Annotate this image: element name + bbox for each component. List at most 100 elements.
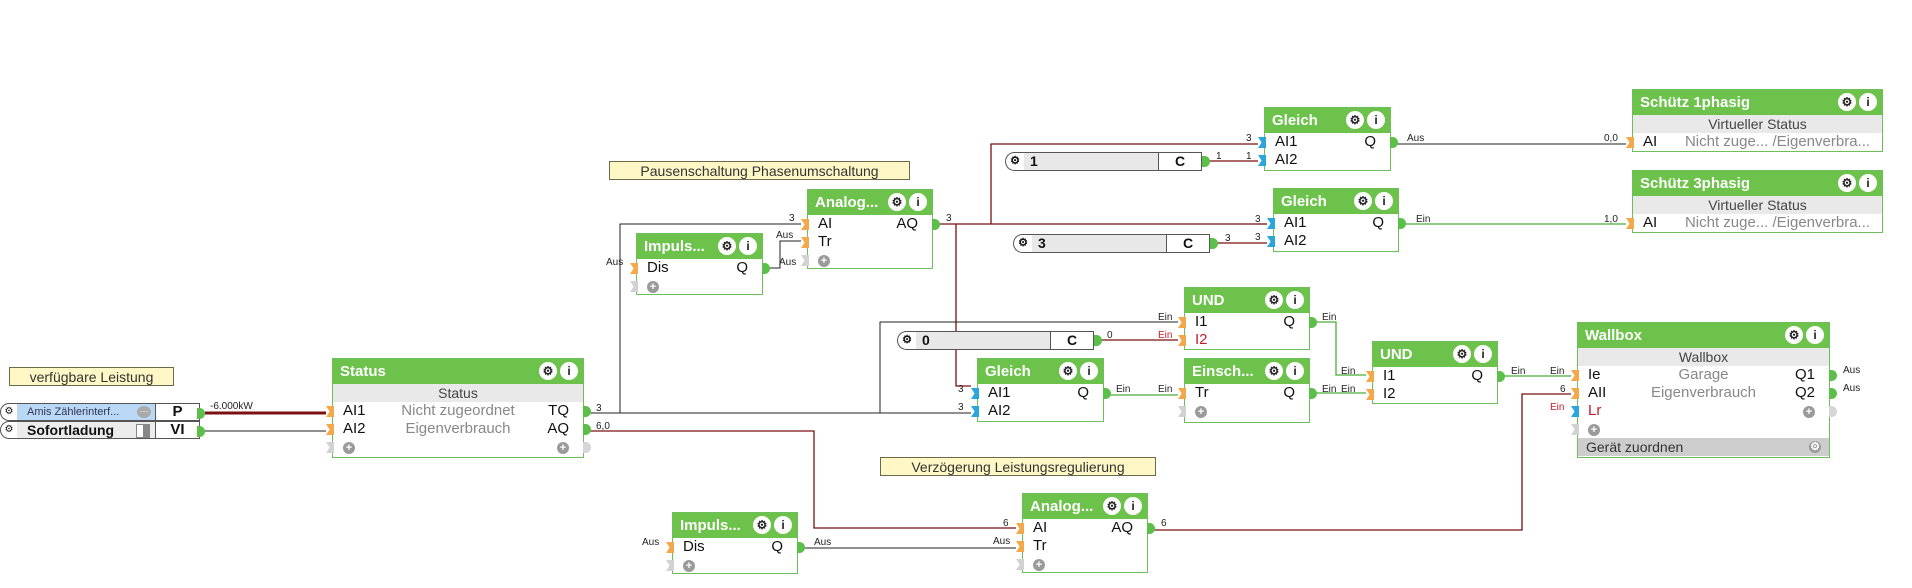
switch-icon[interactable]: [136, 424, 150, 438]
info-icon[interactable]: i: [1375, 192, 1393, 210]
info-icon[interactable]: i: [909, 193, 927, 211]
output-pin[interactable]: [932, 219, 940, 230]
add-input-pin[interactable]: [1571, 424, 1579, 435]
plus-icon[interactable]: +: [1195, 406, 1207, 418]
block-header[interactable]: Gleich ⚙i: [1265, 108, 1390, 133]
assign-device-button[interactable]: Gerät zuordnen⚙: [1578, 438, 1829, 456]
block-header[interactable]: Schütz 1phasig ⚙i: [1633, 90, 1882, 115]
constant-block[interactable]: ⚙ 3 C: [1013, 234, 1210, 253]
inverted-input-pin[interactable]: [1571, 406, 1579, 417]
input-pin[interactable]: [1178, 317, 1186, 328]
gear-icon[interactable]: ⚙: [1346, 111, 1364, 129]
input-pin[interactable]: [1178, 388, 1186, 399]
plus-icon[interactable]: +: [647, 281, 659, 293]
add-output-pin[interactable]: [1829, 406, 1837, 417]
plus-icon[interactable]: +: [1033, 559, 1045, 571]
input-pin[interactable]: [1267, 236, 1275, 247]
gear-icon[interactable]: ⚙: [1265, 362, 1283, 380]
note-delay-power-regulation[interactable]: Verzögerung Leistungsregulierung: [880, 457, 1156, 476]
add-output-pin[interactable]: [583, 442, 591, 453]
block-header[interactable]: Analog... ⚙i: [1023, 494, 1147, 519]
more-icon[interactable]: ···: [137, 406, 151, 418]
output-pin[interactable]: [1829, 388, 1837, 399]
input-pin[interactable]: [801, 219, 809, 230]
input-pin[interactable]: [1571, 370, 1579, 381]
plus-icon[interactable]: +: [557, 442, 569, 454]
gear-icon[interactable]: ⚙: [0, 421, 17, 439]
gear-icon[interactable]: ⚙: [1354, 192, 1372, 210]
plus-icon[interactable]: +: [343, 442, 355, 454]
gear-icon[interactable]: ⚙: [1265, 291, 1283, 309]
gear-icon[interactable]: ⚙: [539, 362, 557, 380]
output-pin[interactable]: [1210, 238, 1218, 249]
info-icon[interactable]: i: [1859, 174, 1877, 192]
block-header[interactable]: Wallbox ⚙i: [1578, 323, 1829, 348]
add-input-pin[interactable]: [801, 255, 809, 266]
input-pin[interactable]: [1571, 388, 1579, 399]
gear-icon[interactable]: ⚙: [1838, 174, 1856, 192]
input-pin[interactable]: [971, 388, 979, 399]
block-header[interactable]: Impuls... ⚙i: [637, 234, 762, 259]
add-input-pin[interactable]: [326, 442, 334, 453]
gear-icon[interactable]: ⚙: [1013, 234, 1032, 253]
input-pin[interactable]: [1267, 218, 1275, 229]
input-pin[interactable]: [1366, 371, 1374, 382]
gear-icon[interactable]: ⚙: [1103, 497, 1121, 515]
output-pin[interactable]: [1309, 317, 1317, 328]
gear-icon[interactable]: ⚙: [1809, 441, 1821, 453]
input-pin[interactable]: [1258, 155, 1266, 166]
block-header[interactable]: Einsch... ⚙i: [1185, 359, 1309, 384]
plus-icon[interactable]: +: [1803, 406, 1815, 418]
block-header[interactable]: Impuls... ⚙i: [673, 513, 797, 538]
constant-block[interactable]: ⚙ 1 C: [1005, 152, 1202, 171]
info-icon[interactable]: i: [1286, 291, 1304, 309]
input-pin[interactable]: [666, 542, 674, 553]
plus-icon[interactable]: +: [818, 255, 830, 267]
plus-icon[interactable]: +: [1588, 424, 1600, 436]
input-pin[interactable]: [801, 237, 809, 248]
gear-icon[interactable]: ⚙: [1005, 152, 1024, 171]
input-pin[interactable]: [326, 424, 334, 435]
gear-icon[interactable]: ⚙: [753, 516, 771, 534]
output-pin[interactable]: [583, 406, 591, 417]
output-pin[interactable]: [583, 424, 591, 435]
block-header[interactable]: Status ⚙i: [333, 359, 583, 384]
block-header[interactable]: UND ⚙i: [1185, 288, 1309, 313]
block-header[interactable]: Gleich ⚙i: [978, 359, 1103, 384]
input-pin[interactable]: [1016, 541, 1024, 552]
info-icon[interactable]: i: [1080, 362, 1098, 380]
gear-icon[interactable]: ⚙: [1785, 326, 1803, 344]
info-icon[interactable]: i: [560, 362, 578, 380]
input-sofortladung[interactable]: ⚙ Sofortladung VI: [0, 421, 200, 439]
output-pin[interactable]: [1390, 137, 1398, 148]
add-input-pin[interactable]: [630, 281, 638, 292]
input-pin[interactable]: [630, 263, 638, 274]
input-pin[interactable]: [1626, 137, 1634, 148]
output-pin[interactable]: [1202, 156, 1210, 167]
output-pin[interactable]: [1309, 388, 1317, 399]
gear-icon[interactable]: ⚙: [1453, 345, 1471, 363]
gear-icon[interactable]: ⚙: [718, 237, 736, 255]
note-pause-phase-switch[interactable]: Pausenschaltung Phasenumschaltung: [609, 161, 910, 180]
add-input-pin[interactable]: [1178, 406, 1186, 417]
output-pin[interactable]: [197, 408, 205, 419]
output-pin[interactable]: [197, 426, 205, 437]
output-pin[interactable]: [797, 542, 805, 553]
output-pin[interactable]: [1147, 523, 1155, 534]
block-header[interactable]: UND ⚙i: [1373, 342, 1497, 367]
input-pin[interactable]: [1016, 523, 1024, 534]
note-available-power[interactable]: verfügbare Leistung: [9, 367, 174, 386]
inverted-input-pin[interactable]: [1178, 335, 1186, 346]
